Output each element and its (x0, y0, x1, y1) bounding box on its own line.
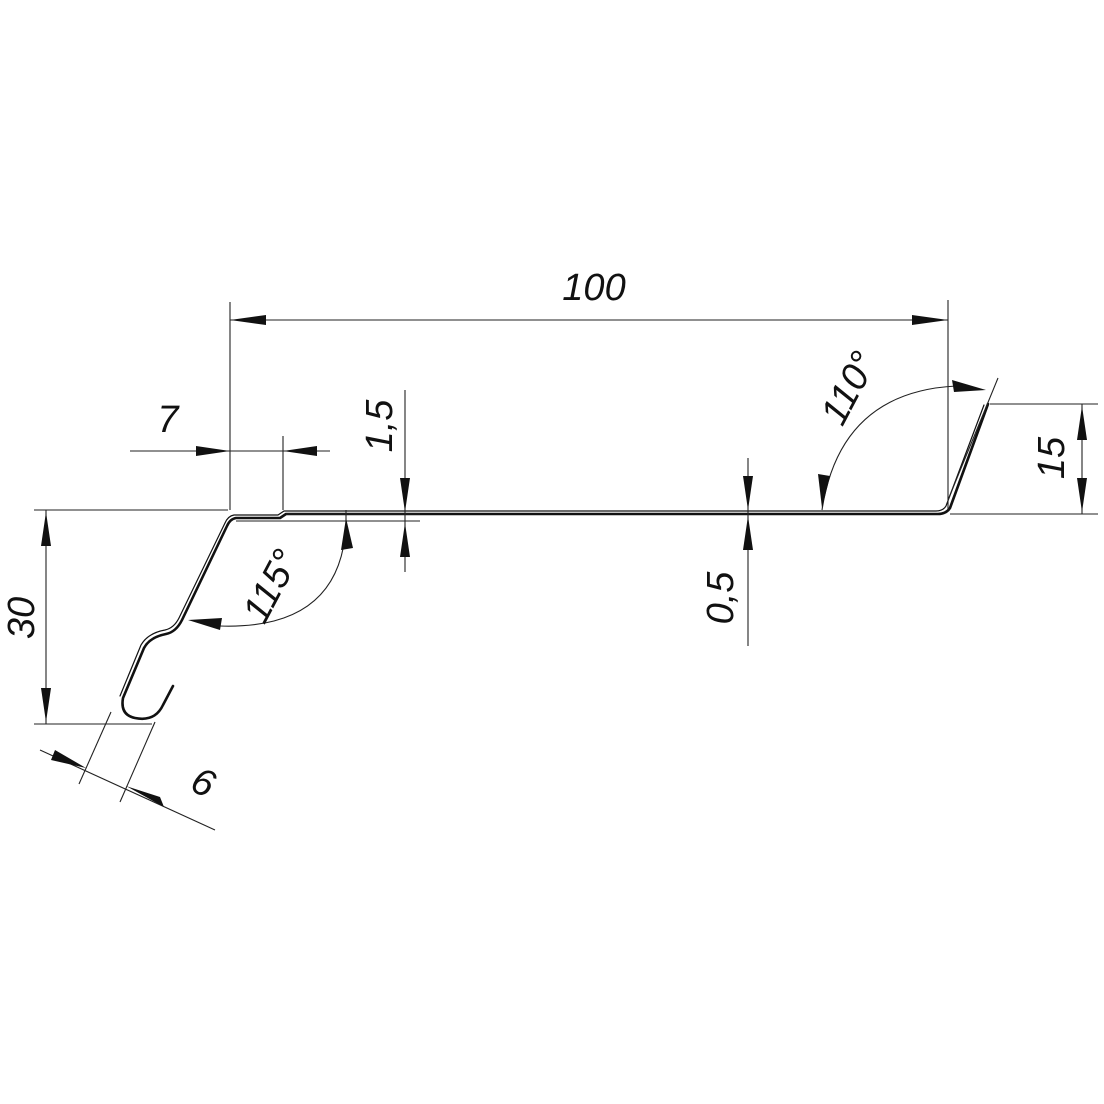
label-thickness: 0,5 (700, 571, 742, 625)
profile-outer-edge (121, 402, 990, 720)
angle-right-bend: 110° (813, 345, 999, 511)
arrowhead (41, 688, 51, 722)
dimension-hook-width: 6 (39, 711, 222, 831)
dimension-thickness: 0,5 (700, 458, 753, 646)
arrowhead (41, 512, 51, 546)
arrowhead (952, 380, 986, 392)
arrowhead (743, 516, 753, 550)
profile-inner-edge (119, 404, 985, 697)
arrowhead (743, 476, 753, 510)
label-width-total: 100 (562, 267, 625, 309)
label-left-bend: 115° (235, 543, 308, 630)
arrowhead (1077, 406, 1087, 440)
arrowhead (188, 618, 222, 630)
arrowhead (230, 315, 266, 325)
arrowhead (400, 523, 410, 557)
arrowhead (283, 446, 317, 456)
arrowhead (51, 750, 86, 768)
dimension-width-total: 100 (229, 267, 949, 510)
label-right-bend: 110° (813, 345, 886, 432)
label-hook-width: 6 (185, 760, 222, 807)
label-right-flange: 15 (1031, 436, 1073, 479)
arrowhead (126, 786, 164, 807)
label-lip-width: 7 (157, 399, 180, 441)
arrowhead (1077, 478, 1087, 512)
arrowhead (912, 315, 948, 325)
label-left-flange: 30 (1, 597, 43, 639)
dimension-left-flange: 30 (1, 509, 228, 725)
label-lip-step: 1,5 (359, 399, 401, 453)
dimension-lip-width: 7 (130, 399, 330, 510)
arrowhead (341, 518, 353, 550)
arrowhead (818, 474, 830, 508)
dimension-right-flange: 15 (950, 403, 1098, 515)
sheet-profile (119, 402, 990, 720)
arrowhead (196, 446, 230, 456)
arrowhead (400, 478, 410, 512)
dimension-lip-step: 1,5 (236, 390, 420, 572)
angle-left-bend: 115° (188, 510, 353, 630)
